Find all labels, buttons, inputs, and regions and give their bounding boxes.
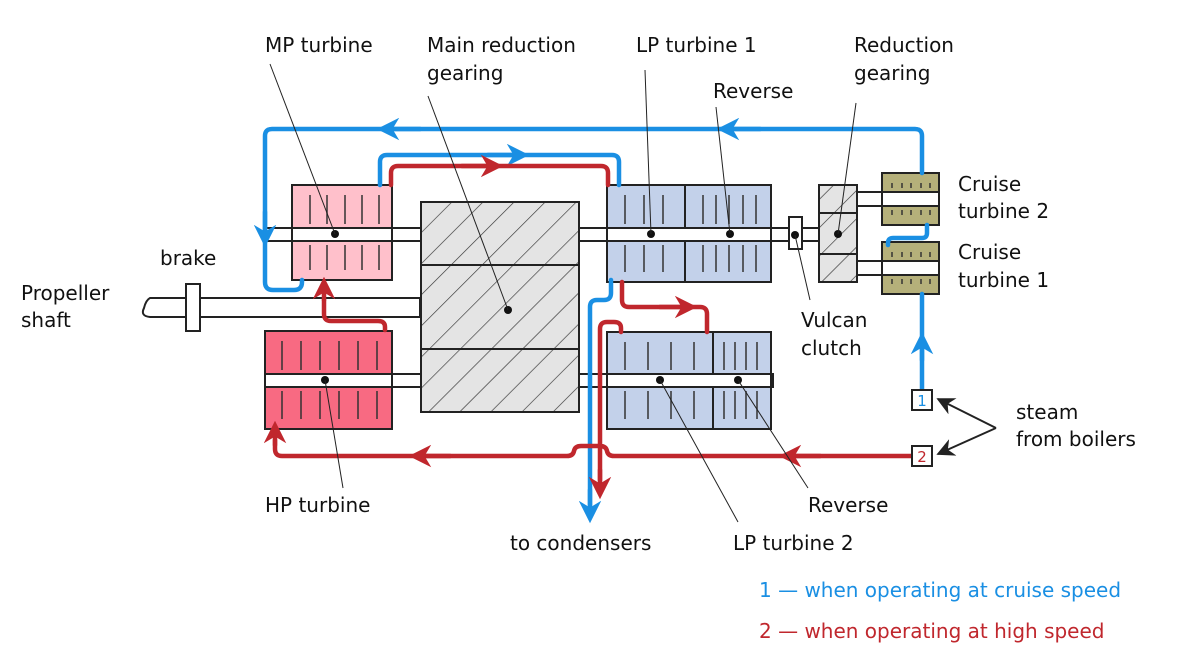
label-propeller-shaft-2: shaft xyxy=(21,308,71,332)
hp-turbine xyxy=(264,330,393,430)
legend-cruise: 1 — when operating at cruise speed xyxy=(759,578,1121,602)
cruise2-shaft xyxy=(854,191,886,207)
high-valve-number: 2 xyxy=(917,448,927,466)
legend: 1 — when operating at cruise speed 2 — w… xyxy=(759,578,1121,643)
hp-to-mp-line xyxy=(321,297,388,333)
cruise-steam-lines xyxy=(253,117,934,524)
mp-to-lp1-high-line xyxy=(388,163,611,188)
label-hp-turbine: HP turbine xyxy=(265,493,370,517)
cruise-valve[interactable]: 1 xyxy=(911,389,933,411)
shaft-band xyxy=(608,228,770,241)
cruise-link-line xyxy=(885,222,930,248)
label-reverse-top: Reverse xyxy=(713,79,793,103)
legend-high: 2 — when operating at high speed xyxy=(759,619,1105,643)
high-feed-line xyxy=(272,437,915,459)
lp-turbine-2 xyxy=(606,331,772,430)
leader-lines xyxy=(269,63,857,523)
label-cruise-turbine-2a: Cruise xyxy=(958,172,1021,196)
high-speed-steam-lines xyxy=(263,154,915,500)
label-steam-2: from boilers xyxy=(1016,427,1136,451)
labels: MP turbine Main reduction gearing LP tur… xyxy=(21,33,1136,555)
shaft-band xyxy=(293,228,391,241)
shaft-band xyxy=(883,192,938,206)
label-vulcan-clutch-1: Vulcan xyxy=(801,308,867,332)
label-mp-turbine: MP turbine xyxy=(265,33,373,57)
cruise-turbine-1 xyxy=(881,241,940,295)
label-reverse-bottom: Reverse xyxy=(808,493,888,517)
mp-to-lp1-cruise-line xyxy=(377,152,622,188)
label-reduction-gearing-1: Reduction xyxy=(854,33,954,57)
brake xyxy=(185,283,201,332)
cruise-turbine-2 xyxy=(881,172,940,226)
label-main-gearing-1: Main reduction xyxy=(427,33,576,57)
label-cruise-turbine-2b: turbine 2 xyxy=(958,199,1049,223)
propeller-shaft xyxy=(141,297,421,318)
label-vulcan-clutch-2: clutch xyxy=(801,336,862,360)
label-propeller-shaft-1: Propeller xyxy=(21,281,110,305)
shaft-band xyxy=(883,261,938,275)
cruise-valve-number: 1 xyxy=(917,392,927,410)
main-reduction-gearing xyxy=(420,201,580,413)
label-lp-turbine-1: LP turbine 1 xyxy=(636,33,757,57)
label-lp-turbine-2: LP turbine 2 xyxy=(733,531,854,555)
label-to-condensers: to condensers xyxy=(510,531,651,555)
mp-turbine xyxy=(291,184,393,281)
steam-arrows xyxy=(936,398,997,456)
lp2-to-condensers-line xyxy=(597,319,624,483)
shaft-band xyxy=(608,374,770,387)
label-cruise-turbine-1b: turbine 1 xyxy=(958,268,1049,292)
label-reduction-gearing-2: gearing xyxy=(854,61,930,85)
cruise-return-line xyxy=(262,126,925,293)
high-speed-valve[interactable]: 2 xyxy=(911,445,933,467)
label-cruise-turbine-1a: Cruise xyxy=(958,240,1021,264)
vulcan-clutch xyxy=(788,216,803,250)
lp-turbine-1 xyxy=(606,184,772,283)
label-main-gearing-2: gearing xyxy=(427,61,503,85)
lp1-to-condensers-line xyxy=(587,277,614,508)
cruise1-shaft xyxy=(854,260,886,276)
label-steam-1: steam xyxy=(1016,400,1078,424)
label-brake: brake xyxy=(160,246,216,270)
